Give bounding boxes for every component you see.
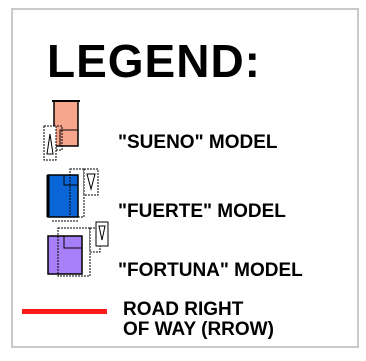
fortuna-model-label: "FORTUNA" MODEL [118,260,303,281]
fuerte-house-icon [46,168,99,222]
road-right-of-way-label: ROAD RIGHT OF WAY (RROW) [123,300,274,340]
sueno-house-icon [43,100,80,161]
road-label-line-1: ROAD RIGHT [123,299,244,320]
fuerte-model-label: "FUERTE" MODEL [118,201,286,222]
road-label-line-2: OF WAY (RROW) [123,319,274,340]
fortuna-house-icon [47,221,109,277]
road-right-of-way-line [22,309,107,314]
legend-title: LEGEND: [47,35,261,87]
sueno-model-label: "SUENO" MODEL [118,132,278,153]
